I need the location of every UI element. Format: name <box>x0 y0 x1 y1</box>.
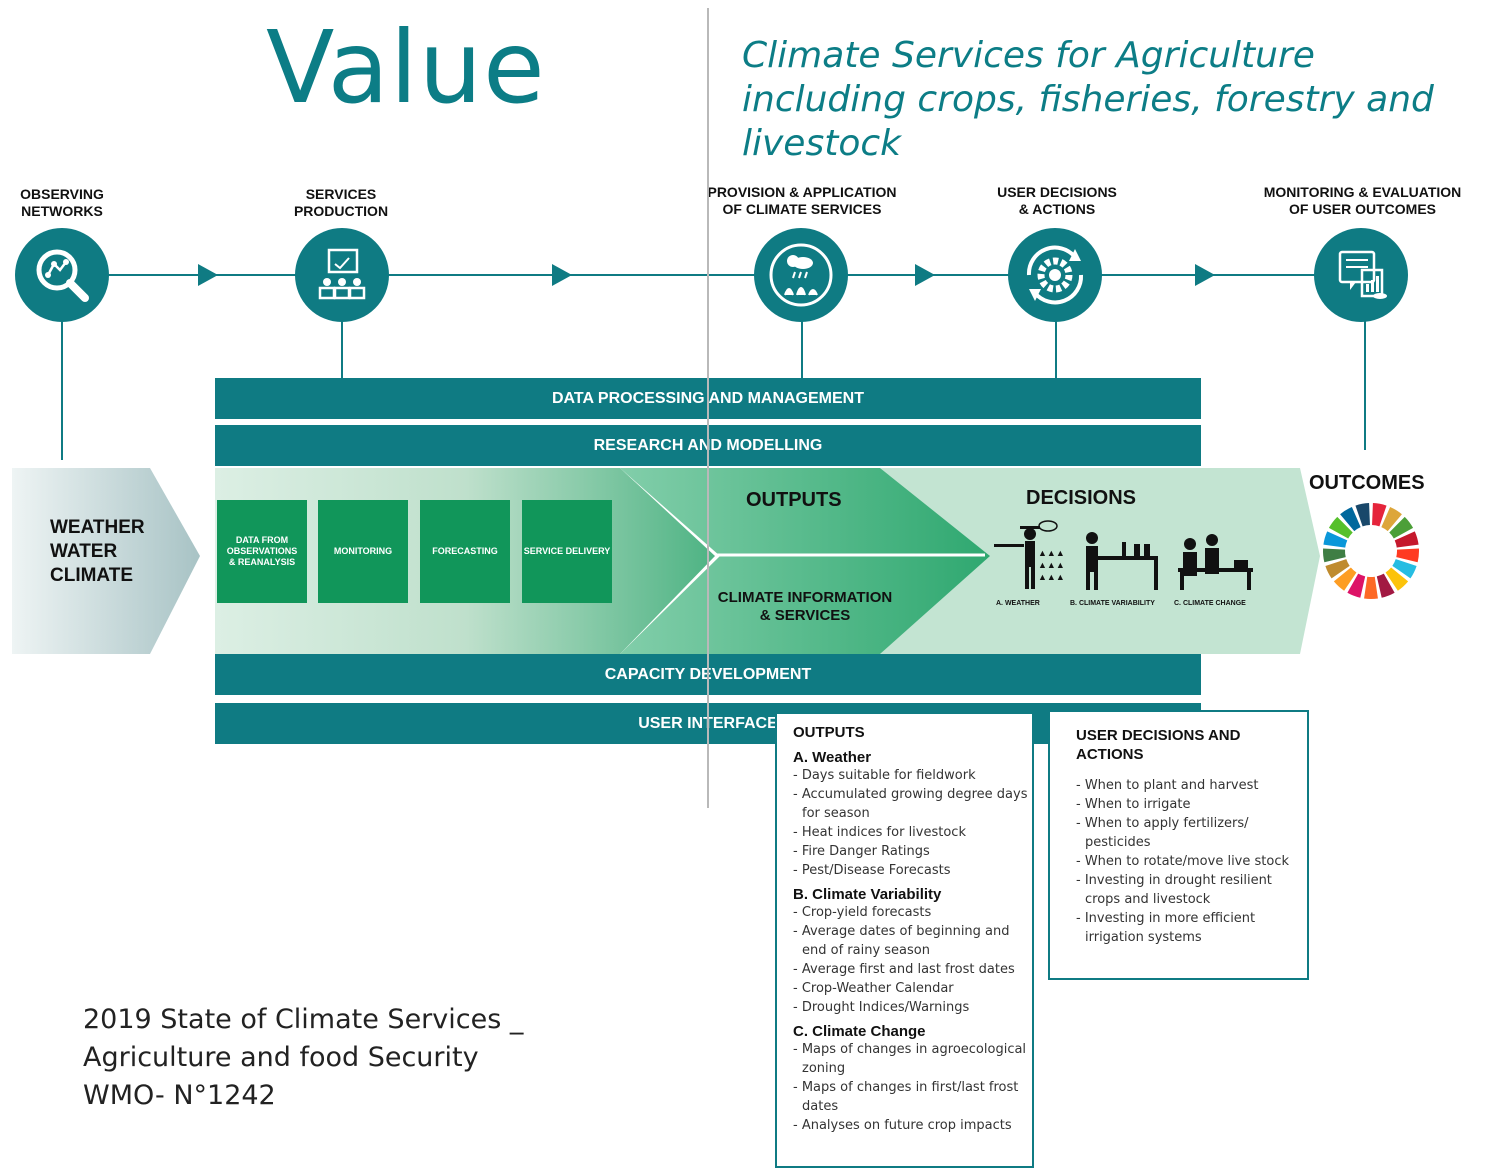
process-box-service-delivery: SERVICE DELIVERY <box>522 500 612 603</box>
observing-networks-circle <box>15 228 109 322</box>
sdg-segment <box>1385 567 1409 591</box>
flow-arrow-2 <box>552 264 572 286</box>
sdg-segment <box>1323 531 1348 548</box>
list-item: - Maps of changes in agroecological zoni… <box>793 1042 1027 1076</box>
list-item: - Pest/Disease Forecasts <box>793 863 951 878</box>
sdg-segment <box>1355 503 1370 527</box>
user-decisions-panel: USER DECISIONS AND ACTIONS - When to pla… <box>1048 710 1309 980</box>
vertical-divider <box>707 8 709 808</box>
list-item: - Average first and last frost dates <box>793 962 1015 977</box>
outputs-section-variability-list: - Crop-yield forecasts - Average dates o… <box>793 903 1032 1017</box>
sdg-segment <box>1396 548 1419 563</box>
list-item: - Drought Indices/Warnings <box>793 1000 970 1015</box>
process-box-forecasting: FORECASTING <box>420 500 510 603</box>
list-item: - Investing in more efficient irrigation… <box>1076 911 1256 945</box>
decisions-label: DECISIONS <box>1026 487 1137 509</box>
list-item: - When to plant and harvest <box>1076 778 1259 793</box>
farmer-weather-icon: ▲▲▲ ▲▲▲ ▲▲▲ <box>994 520 1065 589</box>
inputs-label: WEATHER WATER CLIMATE <box>50 517 145 586</box>
svg-text:▲▲▲: ▲▲▲ <box>1038 572 1065 582</box>
list-item: - Crop-yield forecasts <box>793 905 932 920</box>
list-item: - Analyses on future crop impacts <box>793 1118 1012 1133</box>
caption-weather: A. WEATHER <box>996 600 1040 607</box>
list-item: - Fire Danger Ratings <box>793 844 930 859</box>
outputs-panel-heading: OUTPUTS <box>793 724 865 741</box>
stem-user-decisions <box>1055 320 1057 378</box>
monitoring-circle <box>1314 228 1408 322</box>
user-decisions-circle <box>1008 228 1102 322</box>
list-item: - Average dates of beginning and end of … <box>793 924 1010 958</box>
list-item: - When to apply fertilizers/ pesticides <box>1076 816 1249 850</box>
list-item: - When to irrigate <box>1076 797 1191 812</box>
list-item: - When to rotate/move live stock <box>1076 854 1290 869</box>
sdg-segment <box>1323 548 1346 563</box>
svg-text:▲▲▲: ▲▲▲ <box>1038 548 1065 558</box>
sdg-segment <box>1376 573 1395 598</box>
sdg-segment <box>1340 506 1361 532</box>
weather-crops-icon <box>769 243 833 307</box>
sdg-segment <box>1392 559 1417 579</box>
provision-circle <box>754 228 848 322</box>
sdg-segment <box>1328 516 1353 539</box>
outputs-section-change-list: - Maps of changes in agroecological zoni… <box>793 1040 1032 1135</box>
meeting-people-icon <box>1178 534 1253 590</box>
page-subtitle: Climate Services for Agriculture includi… <box>742 35 1434 164</box>
decision-figures: ▲▲▲ ▲▲▲ ▲▲▲ <box>994 520 1253 590</box>
process-box-monitoring: MONITORING <box>318 500 408 603</box>
flow-arrow-4 <box>1195 264 1215 286</box>
outputs-label: OUTPUTS <box>746 489 842 511</box>
decisions-panel-heading: USER DECISIONS AND ACTIONS <box>1076 727 1241 763</box>
stage-label-user-decisions: USER DECISIONS& ACTIONS <box>997 184 1117 217</box>
climate-info-label: CLIMATE INFORMATION& SERVICES <box>717 589 893 624</box>
svg-text:▲▲▲: ▲▲▲ <box>1038 560 1065 570</box>
sdg-segment <box>1372 503 1387 527</box>
decisions-panel-list: - When to plant and harvest - When to ir… <box>1076 776 1297 947</box>
magnifier-icon <box>36 249 89 302</box>
stem-monitoring <box>1364 320 1366 450</box>
services-production-circle <box>295 228 389 322</box>
flow-arrow-3 <box>915 264 935 286</box>
source-caption: 2019 State of Climate Services _ Agricul… <box>83 1004 524 1111</box>
sdg-segment <box>1333 567 1357 591</box>
outputs-section-change-title: C. Climate Change <box>793 1023 926 1040</box>
stem-provision <box>801 320 803 378</box>
list-item: - Days suitable for fieldwork <box>793 768 976 783</box>
outputs-section-weather-title: A. Weather <box>793 749 872 766</box>
caption-climate-change: C. CLIMATE CHANGE <box>1174 600 1246 607</box>
sdg-segment <box>1347 573 1366 598</box>
sdg-segment <box>1325 559 1350 579</box>
flow-arrow-1 <box>198 264 218 286</box>
gear-cycle-icon <box>1026 245 1084 305</box>
outcomes-label: OUTCOMES <box>1309 472 1425 494</box>
flow-connector-line <box>62 274 1362 276</box>
list-item: - Accumulated growing degree days for se… <box>793 787 1028 821</box>
sdg-segment <box>1394 531 1419 548</box>
lab-scientist-icon <box>1086 532 1158 590</box>
sdg-segment <box>1389 516 1414 539</box>
list-item: - Crop-Weather Calendar <box>793 981 954 996</box>
outputs-section-weather-list: - Days suitable for fieldwork - Accumula… <box>793 766 1032 880</box>
outputs-section-variability-title: B. Climate Variability <box>793 886 942 903</box>
sdg-segment <box>1364 576 1378 599</box>
report-chart-icon <box>1338 250 1387 299</box>
stem-services <box>341 320 343 378</box>
list-item: - Maps of changes in first/last frost da… <box>793 1080 1019 1114</box>
presentation-icon <box>318 248 366 300</box>
stem-observing <box>61 320 63 460</box>
outputs-detail-panel: OUTPUTS A. Weather - Days suitable for f… <box>775 712 1034 1168</box>
list-item: - Investing in drought resilient crops a… <box>1076 873 1272 907</box>
list-item: - Heat indices for livestock <box>793 825 966 840</box>
sdg-wheel-icon <box>1323 503 1419 599</box>
caption-climate-variability: B. CLIMATE VARIABILITY <box>1070 600 1155 607</box>
page-title: Value <box>266 9 546 126</box>
sdg-segment <box>1381 506 1402 532</box>
